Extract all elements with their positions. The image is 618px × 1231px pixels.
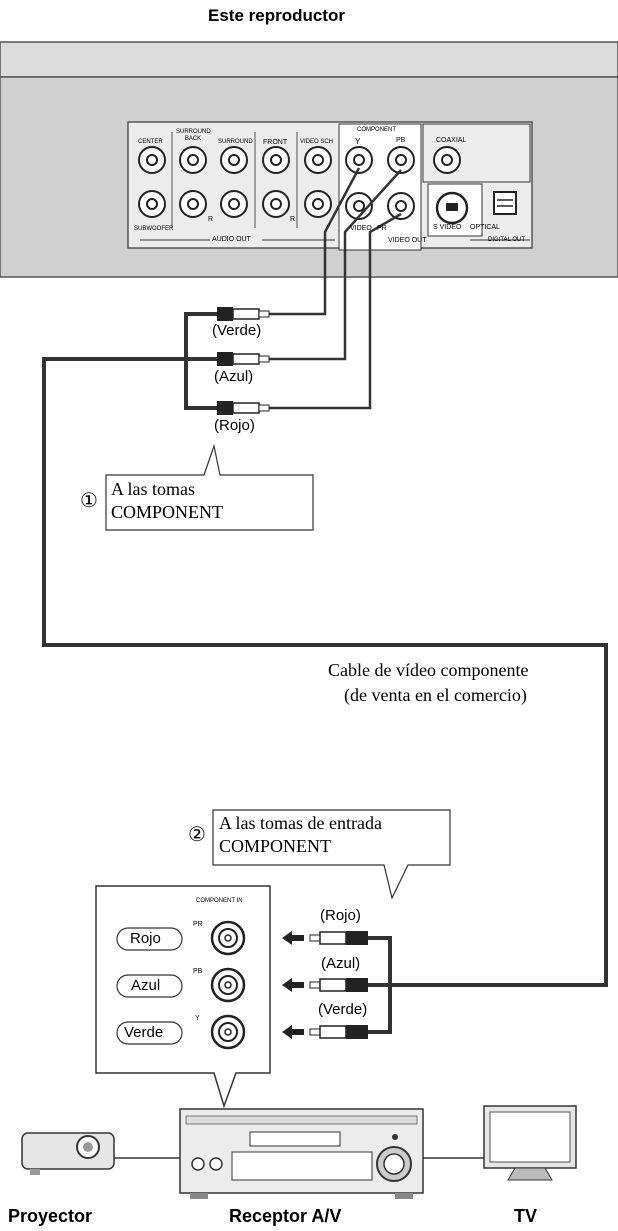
- component-in-name-3: Verde: [124, 1024, 164, 1041]
- cable-label-line2: (de venta en el comercio): [344, 685, 527, 705]
- label-optical: OPTICAL: [470, 224, 500, 231]
- plug-top-label-2: (Azul): [214, 368, 254, 385]
- projector-icon: [21, 1132, 115, 1175]
- callout-2: [212, 809, 451, 900]
- av-receiver-icon: [179, 1108, 424, 1199]
- label-pb: PB: [396, 137, 406, 144]
- label-pr: PR: [377, 225, 387, 232]
- component-in-tag-3: Y: [195, 1015, 200, 1022]
- component-out-jacks: [345, 146, 415, 220]
- component-in-name-2: Azul: [131, 977, 161, 994]
- label-surround-back: SURROUND BACK: [176, 129, 211, 142]
- label-front: FRONT: [263, 139, 288, 146]
- component-in-panel: [95, 885, 271, 1109]
- label-surround: SURROUND: [218, 139, 253, 145]
- projector-label: Proyector: [8, 1206, 93, 1226]
- label-r-1: R: [208, 216, 214, 223]
- callout-2-line1: A las tomas de entrada: [219, 813, 382, 833]
- component-in-name-1: Rojo: [130, 930, 161, 947]
- component-in-tag-1: PR: [193, 921, 203, 928]
- plug-bottom-label-2: (Azul): [321, 955, 361, 972]
- callout-1: [105, 443, 314, 531]
- callout-2-line2: COMPONENT: [219, 836, 332, 856]
- callout-1-line2: COMPONENT: [111, 502, 224, 522]
- tv-label: TV: [514, 1206, 538, 1226]
- label-digital-out: DIGITAL OUT: [488, 237, 526, 243]
- component-in-tag-2: PB: [193, 968, 203, 975]
- label-y: Y: [355, 137, 361, 146]
- page-title: Este reproductor: [208, 6, 345, 25]
- callout-1-number: ①: [80, 490, 98, 512]
- tv-icon: [483, 1105, 577, 1181]
- receiver-label: Receptor A/V: [229, 1206, 342, 1226]
- digital-out-jacks: [422, 123, 531, 241]
- plugs-bottom: [282, 931, 392, 1039]
- callout-1-line1: A las tomas: [111, 479, 195, 499]
- plug-bottom-label-3: (Verde): [318, 1001, 368, 1018]
- label-center: CENTER: [138, 139, 163, 145]
- component-in-header: COMPONENT IN: [196, 898, 243, 904]
- plug-bottom-label-1: (Rojo): [320, 907, 361, 924]
- audio-out-jacks: [138, 132, 335, 241]
- label-video-out: VIDEO OUT: [388, 237, 427, 244]
- plug-top-label-1: (Verde): [212, 322, 262, 339]
- component-cable-top: [42, 167, 608, 987]
- label-s-video: S VIDEO: [433, 224, 462, 231]
- plug-top-label-3: (Rojo): [214, 417, 255, 434]
- label-video: VIDEO: [350, 225, 372, 232]
- label-component: COMPONENT: [357, 127, 396, 133]
- label-subwoofer: SUBWOOFER: [134, 226, 174, 232]
- label-r-2: R: [290, 216, 296, 223]
- label-audio-out: AUDIO OUT: [212, 236, 251, 243]
- callout-2-number: ②: [188, 824, 206, 846]
- label-coaxial: COAXIAL: [436, 137, 467, 144]
- cable-label-line1: Cable de vídeo componente: [328, 660, 529, 680]
- label-video-sch: VIDEO SCH: [300, 139, 334, 145]
- plugs-top: [217, 307, 270, 415]
